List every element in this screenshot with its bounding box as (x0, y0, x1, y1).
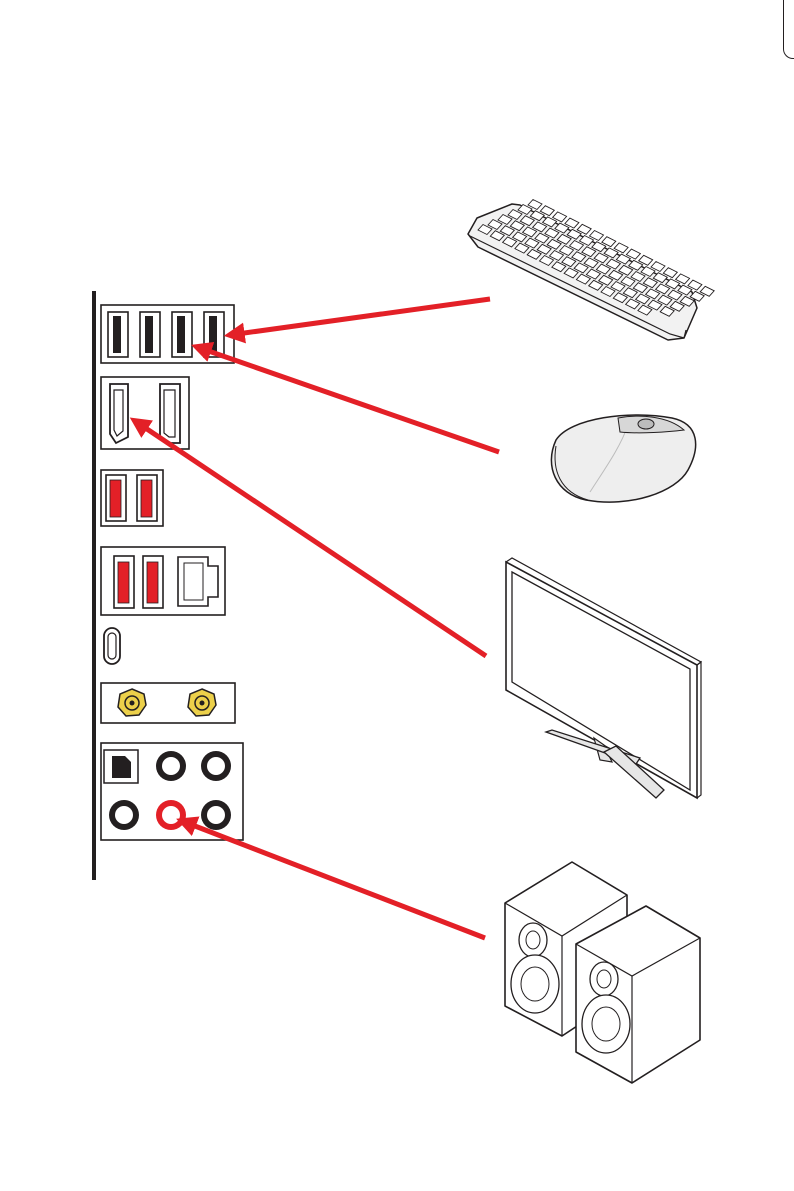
usb-3-port-1[interactable] (106, 475, 126, 521)
arrow-mouse-to-usb (197, 347, 499, 452)
audio-jack-1[interactable] (156, 751, 186, 781)
arrow-monitor-to-hdmi (135, 421, 486, 656)
speakers-icon (505, 862, 700, 1083)
arrow-speakers-to-line-out (182, 821, 485, 938)
usb-port-3[interactable] (172, 312, 192, 357)
usb-3-port-4[interactable] (143, 556, 163, 608)
usb-port-1[interactable] (108, 312, 128, 357)
antenna-connector-2[interactable] (188, 689, 216, 716)
usb-type-c-port[interactable] (104, 628, 120, 664)
usb-lan-block (101, 547, 225, 615)
displayport-port[interactable] (160, 384, 180, 443)
usb-3-block-upper (101, 470, 163, 526)
arrow-keyboard-to-usb (230, 299, 490, 335)
usb-3-port-2[interactable] (137, 475, 157, 521)
hdmi-port[interactable] (110, 384, 128, 443)
keyboard-icon (468, 200, 714, 341)
io-panel (94, 291, 243, 880)
usb-port-2[interactable] (140, 312, 160, 357)
monitor-icon (506, 558, 701, 798)
antenna-block (101, 683, 235, 723)
antenna-connector-1[interactable] (118, 689, 146, 716)
optical-spdif-port[interactable] (104, 750, 138, 783)
line-out-jack[interactable] (156, 800, 186, 830)
audio-block (101, 743, 243, 840)
audio-jack-2[interactable] (201, 751, 231, 781)
mouse-icon (551, 415, 695, 502)
audio-jack-3[interactable] (109, 800, 139, 830)
audio-jack-5[interactable] (201, 800, 231, 830)
usb-3-port-3[interactable] (114, 556, 134, 608)
video-out-block (101, 377, 189, 449)
